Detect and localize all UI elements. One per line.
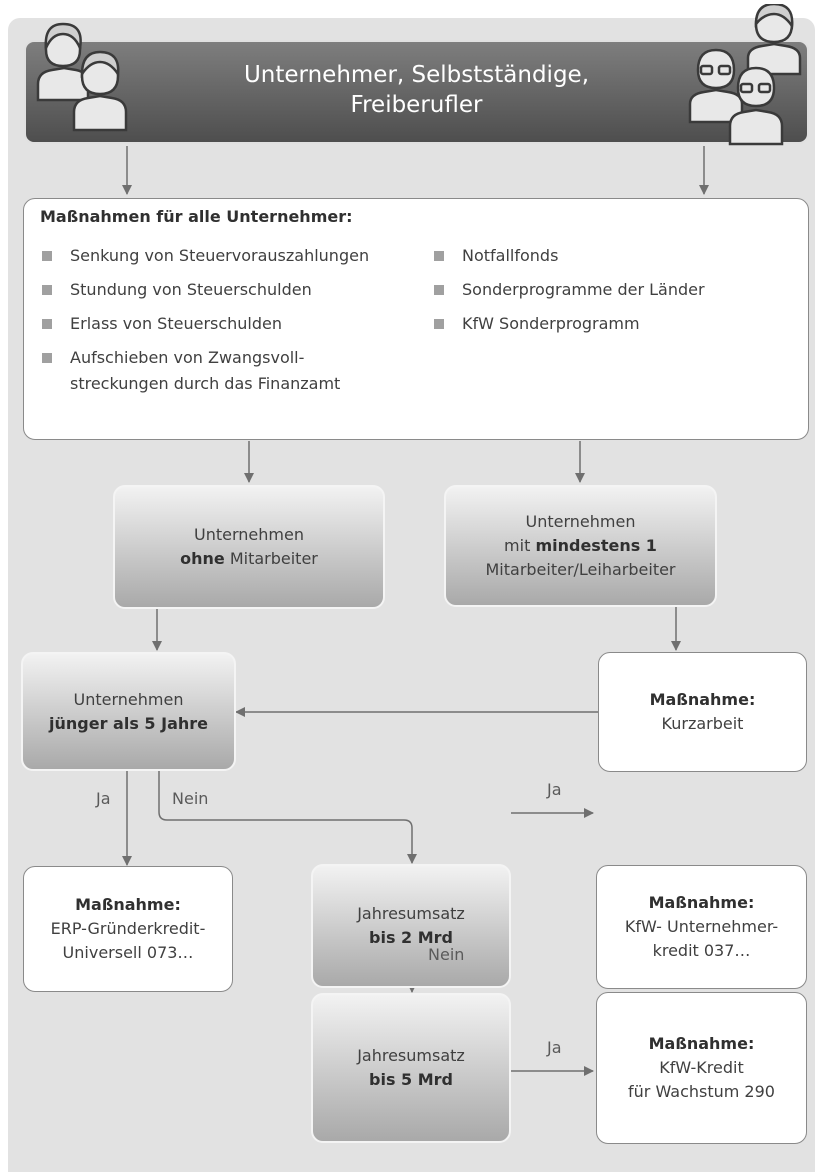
bullet-square-icon: [434, 319, 444, 329]
edge-label-young-yes: Ja: [96, 789, 111, 808]
node-no-employees: Unternehmen ohne Mitarbeiter: [113, 485, 385, 609]
bullet-square-icon: [42, 251, 52, 261]
list-item: KfW Sonderprogramm: [432, 311, 705, 337]
bullet-square-icon: [434, 251, 444, 261]
bullet-square-icon: [42, 319, 52, 329]
list-item: Erlass von Steuerschulden: [40, 311, 369, 337]
people-group-icon: [36, 22, 128, 132]
edge-label-revenue-2-yes: Ja: [547, 780, 562, 799]
measures-list-right: Notfallfonds Sonderprogramme der Länder …: [432, 243, 705, 345]
node-kfw-290: Maßnahme: KfW-Kredit für Wachstum 290: [596, 992, 807, 1144]
edge-label-revenue-5-yes: Ja: [547, 1038, 562, 1057]
all-measures-title: Maßnahmen für alle Unternehmer:: [40, 207, 353, 226]
list-item: Senkung von Steuervorauszahlungen: [40, 243, 369, 269]
list-item: Stundung von Steuerschulden: [40, 277, 369, 303]
business-people-icon: [688, 4, 802, 146]
header-title-line2: Freiberufler: [350, 92, 483, 118]
node-kfw-037: Maßnahme: KfW- Unternehmer- kredit 037…: [596, 865, 807, 989]
edge-label-revenue-2-no: Nein: [428, 945, 465, 964]
node-kurzarbeit: Maßnahme: Kurzarbeit: [598, 652, 807, 772]
measures-list-left: Senkung von Steuervorauszahlungen Stundu…: [40, 243, 369, 405]
node-revenue-5: Jahresumsatz bis 5 Mrd: [311, 993, 511, 1143]
header-title-line1: Unternehmer, Selbstständige,: [243, 62, 590, 88]
bullet-square-icon: [434, 285, 444, 295]
node-erp: Maßnahme: ERP-Gründerkredit- Universell …: [23, 866, 233, 992]
header-banner: Unternehmer, Selbstständige, Freiberufle…: [24, 4, 809, 146]
list-item: Aufschieben von Zwangsvoll-streckungen d…: [40, 345, 369, 397]
node-young-company: Unternehmen jünger als 5 Jahre: [21, 652, 236, 771]
bullet-square-icon: [42, 285, 52, 295]
list-item: Sonderprogramme der Länder: [432, 277, 705, 303]
all-measures-box: Maßnahmen für alle Unternehmer: Senkung …: [23, 198, 809, 440]
header-title: Unternehmer, Selbstständige, Freiberufle…: [26, 60, 807, 120]
node-with-employees: Unternehmen mit mindestens 1 Mitarbeiter…: [444, 485, 717, 607]
bullet-square-icon: [42, 353, 52, 363]
node-revenue-2: Jahresumsatz bis 2 Mrd: [311, 864, 511, 988]
list-item: Notfallfonds: [432, 243, 705, 269]
edge-label-young-no: Nein: [172, 789, 209, 808]
arrow-young-no-to-revenue-2: [158, 771, 417, 864]
